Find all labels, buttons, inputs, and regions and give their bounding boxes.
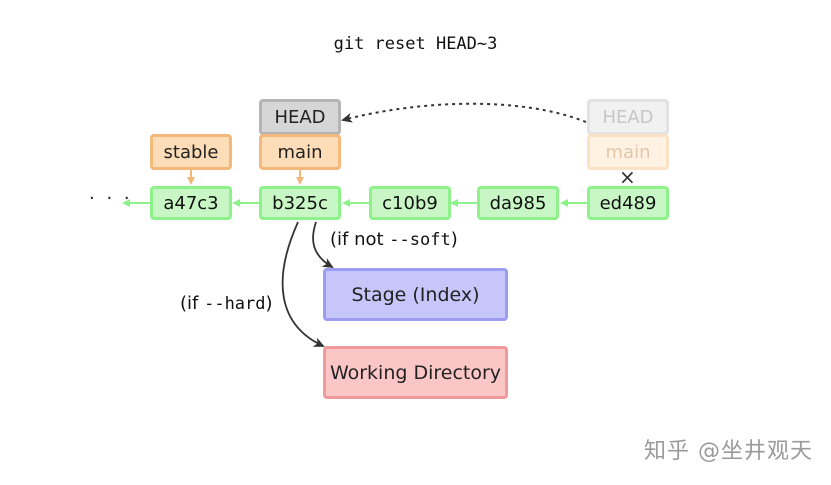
commit-b325c: b325c — [259, 186, 341, 220]
condition-hard: (if --hard) — [180, 293, 273, 314]
condition-not-soft-suffix: ) — [450, 229, 458, 250]
commit-da985: da985 — [477, 186, 559, 220]
watermark: 知乎 @坐井观天 — [644, 439, 813, 464]
working-directory-box: Working Directory — [323, 346, 508, 399]
command-title: git reset HEAD~3 — [333, 34, 498, 54]
head-ref-new: HEAD — [259, 99, 341, 135]
earlier-commits-ellipsis: · · · — [89, 188, 133, 209]
condition-hard-suffix: ) — [265, 293, 273, 314]
condition-not-soft: (if not --soft) — [330, 229, 458, 250]
head-move-arrow — [341, 102, 587, 123]
condition-not-soft-flag: --soft — [389, 230, 451, 250]
removed-mark-icon: × — [619, 165, 636, 189]
stage-index-box: Stage (Index) — [323, 268, 508, 321]
condition-hard-flag: --hard — [204, 294, 266, 314]
commit-ed489: ed489 — [587, 186, 669, 220]
condition-hard-prefix: (if — [180, 293, 205, 314]
branch-stable: stable — [150, 134, 232, 170]
branch-main-old: main — [587, 134, 669, 170]
commit-a47c3: a47c3 — [150, 186, 232, 220]
branch-main-new: main — [259, 134, 341, 170]
condition-not-soft-prefix: (if not — [330, 229, 390, 250]
to-stage-arrow — [312, 221, 334, 269]
head-ref-old: HEAD — [587, 99, 669, 135]
commit-c10b9: c10b9 — [369, 186, 451, 220]
to-workdir-arrow — [281, 221, 325, 347]
